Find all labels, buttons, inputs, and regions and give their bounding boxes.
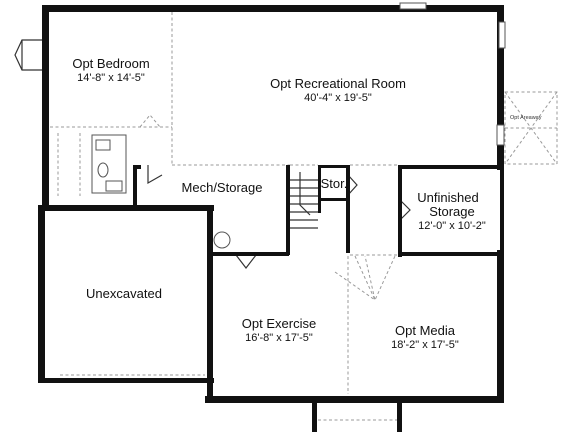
sink-icon (95, 139, 111, 151)
windows (14, 2, 506, 146)
exercise-name: Opt Exercise (242, 316, 316, 331)
exercise-dims: 16'-8" x 17'-5" (245, 332, 313, 344)
areaway: Opt Areaway (504, 91, 558, 165)
rec-room-name: Opt Recreational Room (270, 76, 406, 91)
mech-storage-name: Mech/Storage (182, 180, 263, 195)
unfinished-storage-name-line2: Storage (429, 204, 475, 219)
areaway-label: Opt Areaway (510, 115, 542, 121)
bedroom-name: Opt Bedroom (72, 56, 149, 71)
media-name: Opt Media (395, 323, 456, 338)
rec-room-dims: 40'-4" x 19'-5" (304, 92, 372, 104)
media-dims: 18'-2" x 17'-5" (391, 339, 459, 351)
shower-icon (105, 180, 123, 192)
bedroom-dims: 14'-8" x 14'-5" (77, 72, 145, 84)
unfinished-storage-name-line1: Unfinished (417, 190, 478, 205)
dashed-openings (50, 12, 398, 421)
stairs (290, 172, 318, 229)
unexcavated-name: Unexcavated (86, 286, 162, 301)
water-heater-icon (213, 231, 231, 249)
stor-name: Stor. (321, 176, 348, 191)
unfinished-storage-dims: 12'-0" x 10'-2" (418, 220, 486, 232)
toilet-icon (97, 162, 109, 178)
walls (38, 5, 504, 432)
fixtures (91, 114, 411, 302)
room-labels: Opt Bedroom 14'-8" x 14'-5" Opt Recreati… (72, 56, 486, 351)
